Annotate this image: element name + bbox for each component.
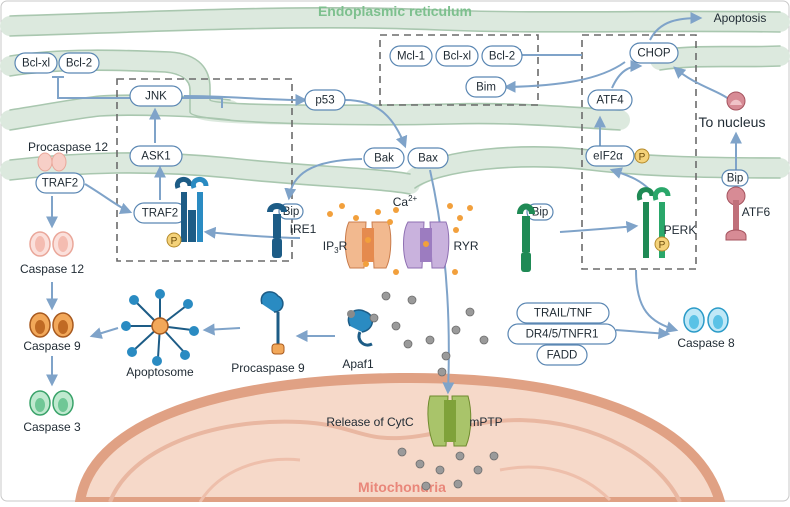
svg-text:Bip: Bip	[532, 207, 549, 219]
cytochrome-c	[369, 291, 499, 491]
pill-bclxl-left: Bcl-xl	[14, 52, 58, 74]
mitochondrion	[74, 372, 727, 507]
phospho-perk: P	[654, 236, 670, 252]
svg-text:eIF2α: eIF2α	[593, 151, 623, 163]
svg-text:Bip: Bip	[727, 173, 744, 185]
pill-bim: Bim	[465, 76, 507, 98]
ire1-pathway-box	[116, 78, 293, 262]
pill-bcl2-left: Bcl-2	[58, 52, 100, 74]
ryr-channel	[403, 221, 450, 269]
caspase8-shape	[683, 307, 729, 333]
procaspase12-label: Procaspase 12	[28, 140, 108, 154]
er-membrane	[0, 7, 790, 195]
pill-jnk: JNK	[129, 85, 183, 107]
pill-ask1: ASK1	[129, 145, 183, 167]
svg-text:Bak: Bak	[374, 153, 394, 165]
atf6-label: ATF6	[742, 205, 771, 219]
to-nucleus-label: To nucleus	[699, 114, 766, 130]
pill-eif2a: eIF2α	[585, 145, 635, 167]
svg-text:P: P	[639, 152, 646, 163]
svg-text:Bcl-xl: Bcl-xl	[443, 51, 471, 63]
pill-atf4: ATF4	[587, 89, 633, 111]
svg-text:Mcl-1: Mcl-1	[397, 51, 425, 63]
pill-bclxl-right: Bcl-xl	[435, 45, 479, 67]
caspase3-label: Caspase 3	[23, 420, 81, 434]
perk-dimer	[636, 187, 671, 258]
svg-text:TRAF2: TRAF2	[42, 178, 78, 190]
phospho-eif2a: P	[634, 148, 650, 164]
svg-text:Bcl-2: Bcl-2	[66, 58, 92, 70]
pill-traf2-left: TRAF2	[35, 172, 85, 194]
procaspase9-label: Procaspase 9	[231, 361, 305, 375]
apoptosis-label: Apoptosis	[714, 11, 767, 25]
ryr-label: RYR	[453, 239, 478, 253]
svg-text:TRAIL/TNF: TRAIL/TNF	[534, 308, 592, 320]
atf6-receptor	[725, 186, 747, 241]
phospho-ire1: P	[166, 232, 182, 248]
apaf1-label: Apaf1	[342, 357, 374, 371]
caspase12-label: Caspase 12	[20, 262, 84, 276]
svg-text:P: P	[171, 236, 178, 247]
pill-bak: Bak	[363, 147, 405, 169]
procaspase12-shape	[37, 152, 67, 172]
svg-text:JNK: JNK	[145, 91, 167, 103]
mptp-pore	[427, 395, 472, 447]
pill-bip-atf6: Bip	[721, 169, 749, 187]
er-title: Endoplasmic reticulum	[318, 3, 472, 19]
pill-p53: p53	[304, 89, 346, 111]
svg-text:ASK1: ASK1	[141, 151, 170, 163]
svg-text:P: P	[659, 240, 666, 251]
svg-text:Bim: Bim	[476, 82, 496, 94]
svg-text:DR4/5/TNFR1: DR4/5/TNFR1	[526, 329, 599, 341]
pill-bcl2-right: Bcl-2	[481, 45, 523, 67]
apaf1-shape	[347, 309, 374, 347]
pill-mcl1: Mcl-1	[389, 45, 433, 67]
ca-label: Ca2+	[393, 194, 418, 209]
svg-text:Bcl-xl: Bcl-xl	[22, 58, 50, 70]
perk-monomer	[517, 203, 535, 272]
release-cytc-label: Release of CytC	[326, 415, 414, 429]
procaspase9-shape	[260, 291, 285, 355]
svg-text:Bip: Bip	[283, 206, 300, 218]
svg-text:FADD: FADD	[547, 350, 578, 362]
bcl2-family-box	[379, 34, 539, 106]
pill-fadd: FADD	[536, 344, 588, 366]
pill-chop: CHOP	[629, 42, 679, 64]
svg-text:ATF4: ATF4	[596, 95, 624, 107]
perk-pathway-box	[581, 34, 697, 270]
ip3r-channel	[344, 221, 392, 269]
mptp-label: mPTP	[469, 415, 502, 429]
ip3r-label: IP3R	[323, 239, 348, 255]
caspase12-shape	[29, 231, 74, 257]
caspase8-label: Caspase 8	[677, 336, 735, 350]
caspase9-shape	[29, 312, 74, 338]
nucleus-protein	[726, 91, 746, 111]
svg-text:CHOP: CHOP	[637, 48, 671, 60]
svg-text:TRAF2: TRAF2	[142, 208, 178, 220]
apoptosome-label: Apoptosome	[126, 365, 194, 379]
svg-text:Bcl-2: Bcl-2	[489, 51, 515, 63]
caspase9-label: Caspase 9	[23, 339, 81, 353]
mito-title: Mitochondria	[358, 479, 446, 495]
pill-traf2-box: TRAF2	[133, 202, 187, 224]
svg-text:Bax: Bax	[418, 153, 438, 165]
apoptosome-shape	[121, 289, 199, 366]
pill-bax: Bax	[407, 147, 449, 169]
svg-text:p53: p53	[315, 95, 334, 107]
calcium-ions	[327, 203, 473, 275]
ire1-dimer	[174, 177, 209, 242]
pill-dr45: DR4/5/TNFR1	[507, 323, 617, 345]
ire1-label: IRE1	[290, 222, 317, 236]
perk-label: PERK	[664, 223, 697, 237]
pill-trail: TRAIL/TNF	[516, 302, 610, 324]
ire1-receptor	[267, 203, 287, 258]
caspase3-shape	[29, 390, 74, 416]
